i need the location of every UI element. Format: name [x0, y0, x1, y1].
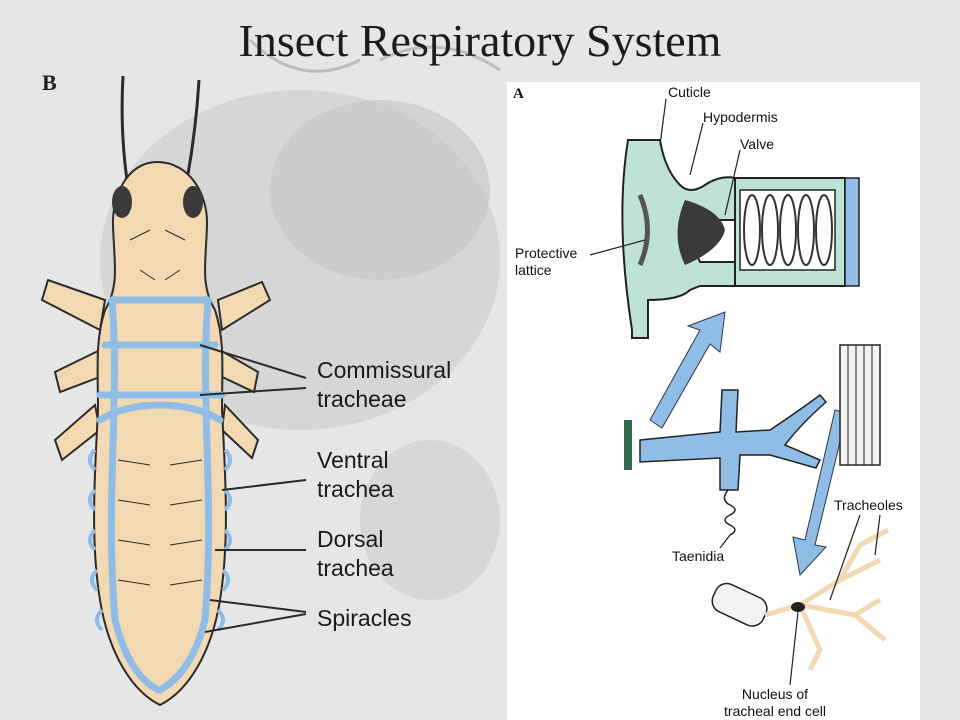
- label-ventral-trachea: Ventral trachea: [317, 447, 394, 502]
- fly-eye-shape: [270, 100, 490, 280]
- protective-lattice-shape: [637, 194, 650, 266]
- tracheal-end-cell: [764, 527, 890, 672]
- label-taenidia: Taenidia: [672, 548, 725, 564]
- leader-lines: [199, 344, 307, 633]
- taenidia-coil: [723, 489, 736, 536]
- page-title: Insect Respiratory System: [238, 15, 722, 66]
- larva-eye: [112, 186, 132, 218]
- panel-a-leader-lines: [589, 98, 881, 686]
- antenna: [120, 75, 129, 181]
- trachea-branches: [88, 448, 232, 632]
- label-hypodermis: Hypodermis: [703, 109, 778, 125]
- fly-hair-lines: [248, 38, 501, 73]
- label-nucleus: Nucleus of tracheal end cell: [724, 686, 826, 719]
- label-cuticle: Cuticle: [668, 84, 711, 100]
- label-spiracles: Spiracles: [317, 605, 412, 631]
- antenna: [185, 79, 201, 181]
- label-protective-lattice: Protective lattice: [515, 245, 578, 278]
- trachea-fine-branches: [117, 229, 203, 586]
- label-tracheoles: Tracheoles: [834, 497, 903, 513]
- fly-mouth-shape: [360, 440, 500, 600]
- taenidia-rings: [743, 194, 833, 266]
- larva-legs: [40, 278, 272, 462]
- tracheole-segment: [711, 582, 768, 627]
- muscle-fiber: [839, 344, 881, 466]
- cell-nucleus: [791, 602, 805, 612]
- valve-shape: [677, 200, 725, 265]
- down-arrow: [792, 409, 848, 577]
- panel-b-letter: B: [42, 70, 57, 95]
- up-arrow: [649, 311, 726, 429]
- label-valve: Valve: [740, 136, 774, 152]
- tube-end: [844, 177, 860, 287]
- panel-a-letter: A: [513, 86, 524, 102]
- label-commissural: Commissural tracheae: [317, 357, 452, 412]
- label-dorsal-trachea: Dorsal trachea: [317, 526, 394, 581]
- muscle-striations: [847, 345, 873, 465]
- trachea-branching: [639, 389, 828, 491]
- trachea-lumen: [739, 189, 836, 271]
- larva-eye: [183, 186, 203, 218]
